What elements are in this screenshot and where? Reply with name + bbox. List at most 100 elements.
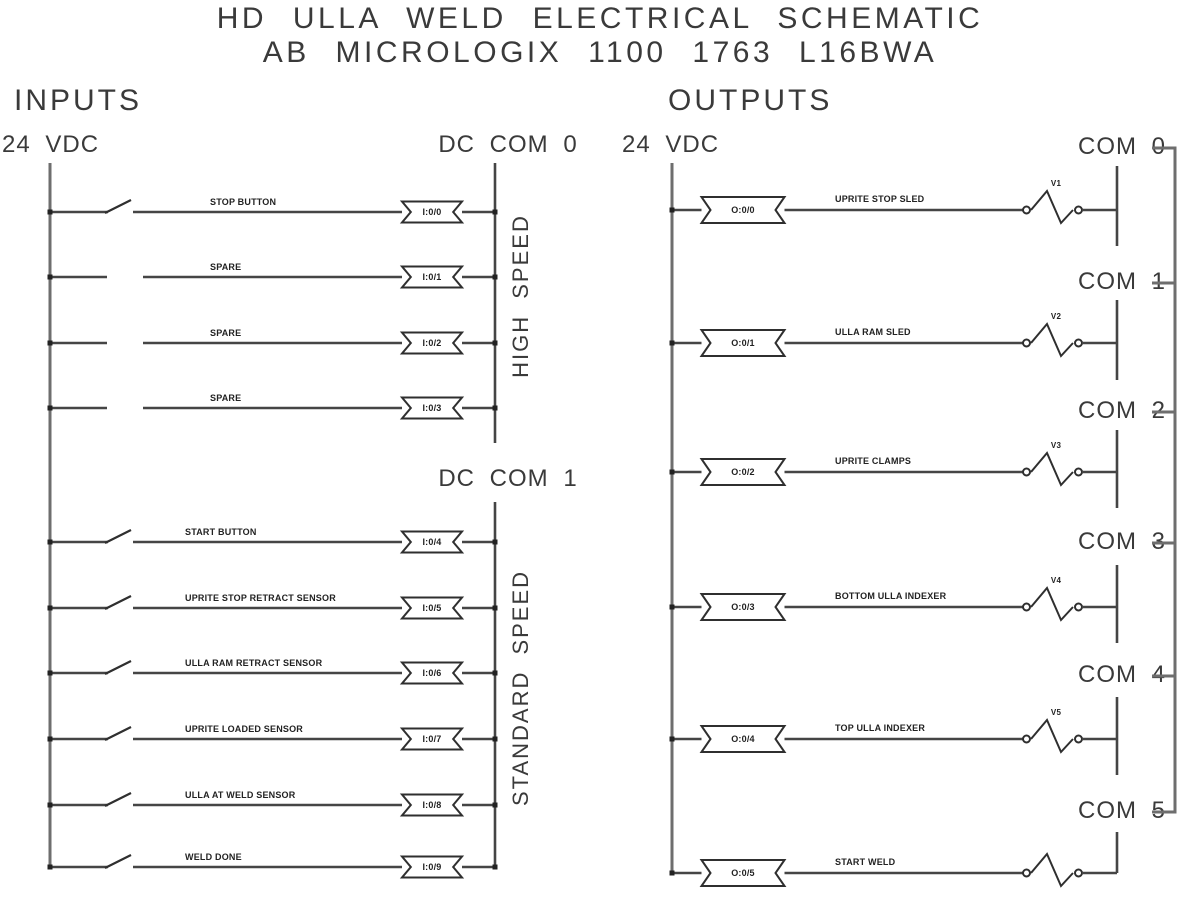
coil-label: V2 xyxy=(1051,312,1062,321)
input-rung-label: UPRITE LOADED SENSOR xyxy=(185,724,303,734)
input-address-tag: I:0/4 xyxy=(422,537,441,547)
input-rung-label: SPARE xyxy=(210,393,241,403)
junction-dot xyxy=(669,207,675,213)
input-address-tag: I:0/0 xyxy=(422,207,441,217)
junction-dot xyxy=(669,736,675,742)
inputs-dc-com1-label: DC COM 1 xyxy=(438,465,578,492)
coil-zigzag-icon xyxy=(1030,586,1074,622)
output-address-tag: O:0/5 xyxy=(731,868,755,878)
input-address-tag: I:0/6 xyxy=(422,668,441,678)
output-rung-label: BOTTOM ULLA INDEXER xyxy=(835,591,947,601)
coil-zigzag-icon xyxy=(1030,189,1074,225)
input-address-tag: I:0/5 xyxy=(422,603,441,613)
junction-dot xyxy=(492,670,498,676)
coil-zigzag-icon xyxy=(1030,852,1074,888)
junction-dot xyxy=(47,670,53,676)
switch-blade xyxy=(104,529,132,544)
coil-terminal xyxy=(1074,734,1083,744)
output-address-tag: O:0/1 xyxy=(731,338,755,348)
com-bus xyxy=(1152,146,1177,814)
coil-label: V4 xyxy=(1051,576,1062,585)
io-address-banner xyxy=(399,855,465,879)
inputs-rail-label: 24 VDC xyxy=(2,131,100,158)
io-address-banner xyxy=(699,725,787,753)
output-rung-label: ULLA RAM SLED xyxy=(835,327,911,337)
output-address-tag: O:0/3 xyxy=(731,602,755,612)
junction-dot xyxy=(492,539,498,545)
junction-dot xyxy=(492,605,498,611)
input-address-tag: I:0/1 xyxy=(422,272,441,282)
junction-dot xyxy=(669,469,675,475)
coil-zigzag-icon xyxy=(1030,322,1074,358)
input-address-tag: I:0/2 xyxy=(422,338,441,348)
coil-terminal xyxy=(1074,338,1083,348)
com-label-1: COM 1 xyxy=(1078,268,1167,295)
output-address-tag: O:0/0 xyxy=(731,205,755,215)
switch-blade xyxy=(104,726,132,741)
coil-terminal xyxy=(1022,734,1031,744)
output-address-tag: O:0/4 xyxy=(731,734,755,744)
io-address-banner xyxy=(399,200,465,224)
outputs-rail-label: 24 VDC xyxy=(622,131,720,158)
io-address-banner xyxy=(399,396,465,420)
junction-dot xyxy=(47,340,53,346)
coil-zigzag-icon xyxy=(1030,718,1074,754)
input-rung-label: START BUTTON xyxy=(185,527,257,537)
io-address-banner xyxy=(699,458,787,486)
com-label-3: COM 3 xyxy=(1078,528,1167,555)
coil-label: V5 xyxy=(1051,708,1062,717)
switch-blade xyxy=(104,854,132,869)
input-address-tag: I:0/3 xyxy=(422,403,441,413)
coil-zigzag-icon xyxy=(1030,451,1074,487)
junction-dot xyxy=(47,274,53,280)
output-rung-label: UPRITE STOP SLED xyxy=(835,194,925,204)
inputs-header: INPUTS xyxy=(14,84,143,117)
io-address-banner xyxy=(699,329,787,357)
junction-dot xyxy=(47,802,53,808)
coil-terminal xyxy=(1074,868,1083,878)
input-address-tag: I:0/8 xyxy=(422,800,441,810)
coil-label: V1 xyxy=(1051,179,1062,188)
schematic-title-line2: AB MICROLOGIX 1100 1763 L16BWA xyxy=(262,36,938,69)
input-rung-label: UPRITE STOP RETRACT SENSOR xyxy=(185,593,336,603)
io-address-banner xyxy=(399,793,465,817)
junction-dot xyxy=(669,604,675,610)
io-address-banner xyxy=(399,265,465,289)
switch-blade xyxy=(104,792,132,807)
coil-terminal xyxy=(1022,868,1031,878)
input-rung-label: WELD DONE xyxy=(185,852,242,862)
coil-terminal xyxy=(1022,205,1031,215)
io-address-banner xyxy=(399,727,465,751)
io-address-banner xyxy=(399,661,465,685)
output-rung-label: START WELD xyxy=(835,857,896,867)
com-label-4: COM 4 xyxy=(1078,661,1167,688)
input-rung-label: STOP BUTTON xyxy=(210,197,276,207)
switch-blade xyxy=(104,199,132,214)
switch-blade xyxy=(104,660,132,675)
junction-dot xyxy=(47,405,53,411)
input-rung-label: ULLA AT WELD SENSOR xyxy=(185,790,296,800)
junction-dot xyxy=(47,864,53,870)
coil-terminal xyxy=(1074,205,1083,215)
io-address-banner xyxy=(699,859,787,887)
junction-dot xyxy=(47,605,53,611)
schematic-title-line1: HD ULLA WELD ELECTRICAL SCHEMATIC xyxy=(216,2,984,35)
coil-terminal xyxy=(1022,467,1031,477)
coil-terminal xyxy=(1074,467,1083,477)
junction-dot xyxy=(47,539,53,545)
inputs-dc-com0-label: DC COM 0 xyxy=(438,131,578,158)
outputs-header: OUTPUTS xyxy=(668,84,833,117)
io-address-banner xyxy=(399,596,465,620)
coil-terminal xyxy=(1074,602,1083,612)
io-address-banner xyxy=(399,530,465,554)
junction-dot xyxy=(492,405,498,411)
junction-dot xyxy=(492,209,498,215)
com-label-2: COM 2 xyxy=(1078,397,1167,424)
coil-label: V3 xyxy=(1051,441,1062,450)
io-address-banner xyxy=(399,331,465,355)
coil-terminal xyxy=(1022,602,1031,612)
com-label-5: COM 5 xyxy=(1078,797,1167,824)
output-rung-label: UPRITE CLAMPS xyxy=(835,456,911,466)
